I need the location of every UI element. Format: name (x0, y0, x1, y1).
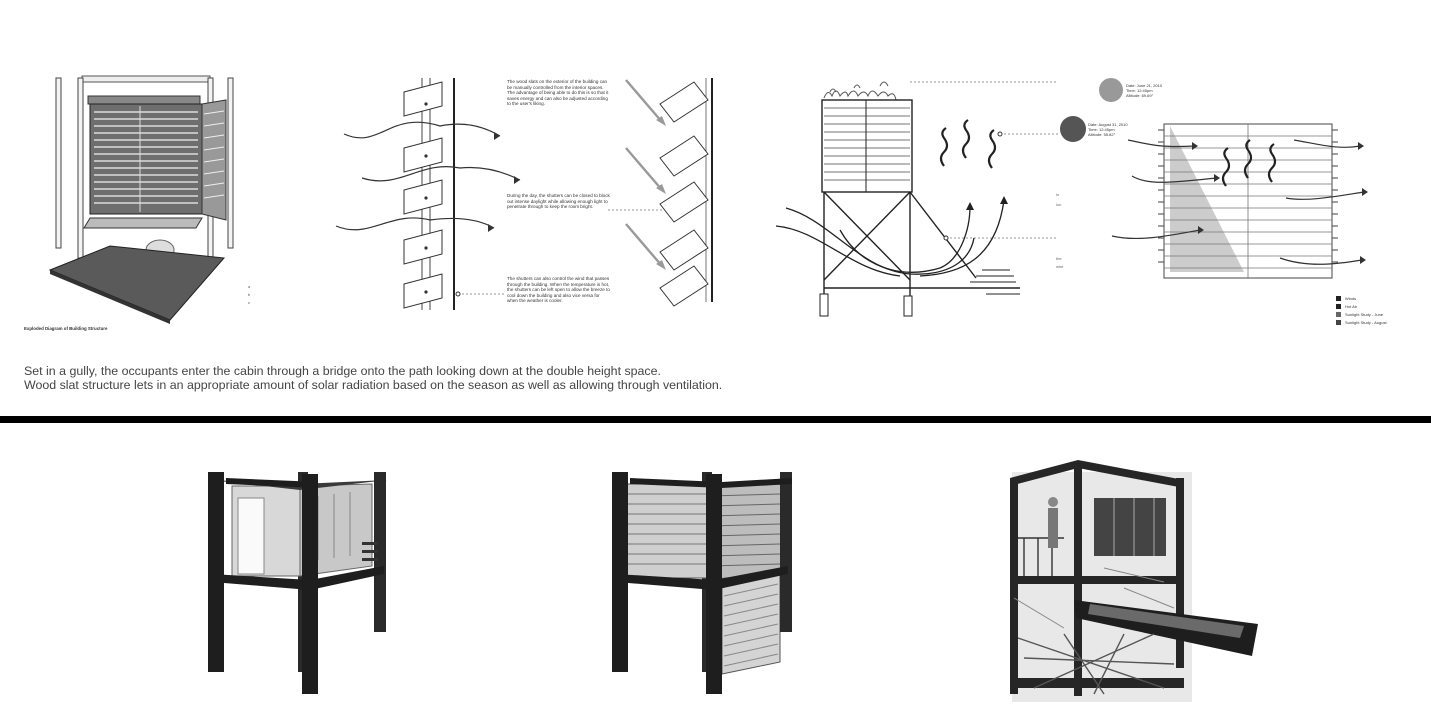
legend-item-june: Sunlight Study - June (1336, 310, 1387, 318)
shutter-diagram (335, 78, 713, 310)
description-line-1: Set in a gully, the occupants enter the … (24, 364, 661, 378)
description-line-2: Wood slat structure lets in an appropria… (24, 378, 723, 392)
section-sketch: lo lon the whe (775, 81, 1064, 317)
shutter-note-2: During the day, the shutters can be clos… (507, 193, 610, 210)
exploded-diagram: a b c (48, 75, 251, 324)
svg-text:a: a (248, 284, 251, 289)
legend-label: Sunlight Study - June (1345, 311, 1384, 317)
june-date: Date: June 21, 2010 (1126, 83, 1163, 88)
august-altitude: Altitude: 55.82° (1088, 132, 1116, 137)
project-description: Set in a gully, the occupants enter the … (24, 364, 722, 392)
august-date: Date: August 31, 2010 (1088, 122, 1128, 127)
august-sun-readout: Date: August 31, 2010 Time: 12:45pm Alti… (1088, 122, 1148, 137)
legend-label: Sunlight Study - August (1345, 319, 1387, 325)
legend-swatch (1336, 319, 1341, 325)
legend-label: Hot Air (1345, 303, 1358, 309)
legend-label: Winds (1345, 295, 1357, 301)
svg-text:the: the (1056, 256, 1062, 261)
legend-swatch (1336, 303, 1341, 309)
photo-built-cabin (1010, 460, 1258, 702)
shutter-note-3: The shutters can also control the wind t… (507, 276, 610, 304)
legend-item-hot-air: Hot Air (1336, 302, 1387, 310)
legend: Winds Hot Air Sunlight Study - June Sunl… (1336, 294, 1387, 326)
svg-text:whe: whe (1056, 264, 1064, 269)
svg-text:lon: lon (1056, 202, 1061, 207)
june-time: Time: 12:45pm (1126, 88, 1153, 93)
sun-circle-june (1099, 78, 1123, 102)
sun-circle-august (1060, 116, 1086, 142)
svg-text:lo: lo (1056, 192, 1060, 197)
exploded-diagram-caption: Exploded Diagram of Building Structure (24, 326, 108, 331)
august-time: Time: 12:45pm (1088, 127, 1115, 132)
june-sun-readout: Date: June 21, 2010 Time: 12:45pm Altitu… (1126, 83, 1186, 98)
shutter-note-1: The wood slats on the exterior of the bu… (507, 79, 609, 107)
section-divider (0, 416, 1431, 423)
svg-text:c: c (248, 300, 250, 305)
svg-text:b: b (248, 292, 251, 297)
legend-item-august: Sunlight Study - August (1336, 318, 1387, 326)
sun-study-plan (1111, 123, 1368, 279)
render-glazed-cabin (208, 472, 388, 694)
legend-swatch (1336, 295, 1341, 301)
legend-item-winds: Winds (1336, 294, 1387, 302)
june-altitude: Altitude: 69.69° (1126, 93, 1154, 98)
legend-swatch (1336, 311, 1341, 317)
render-slatted-cabin (612, 472, 792, 694)
